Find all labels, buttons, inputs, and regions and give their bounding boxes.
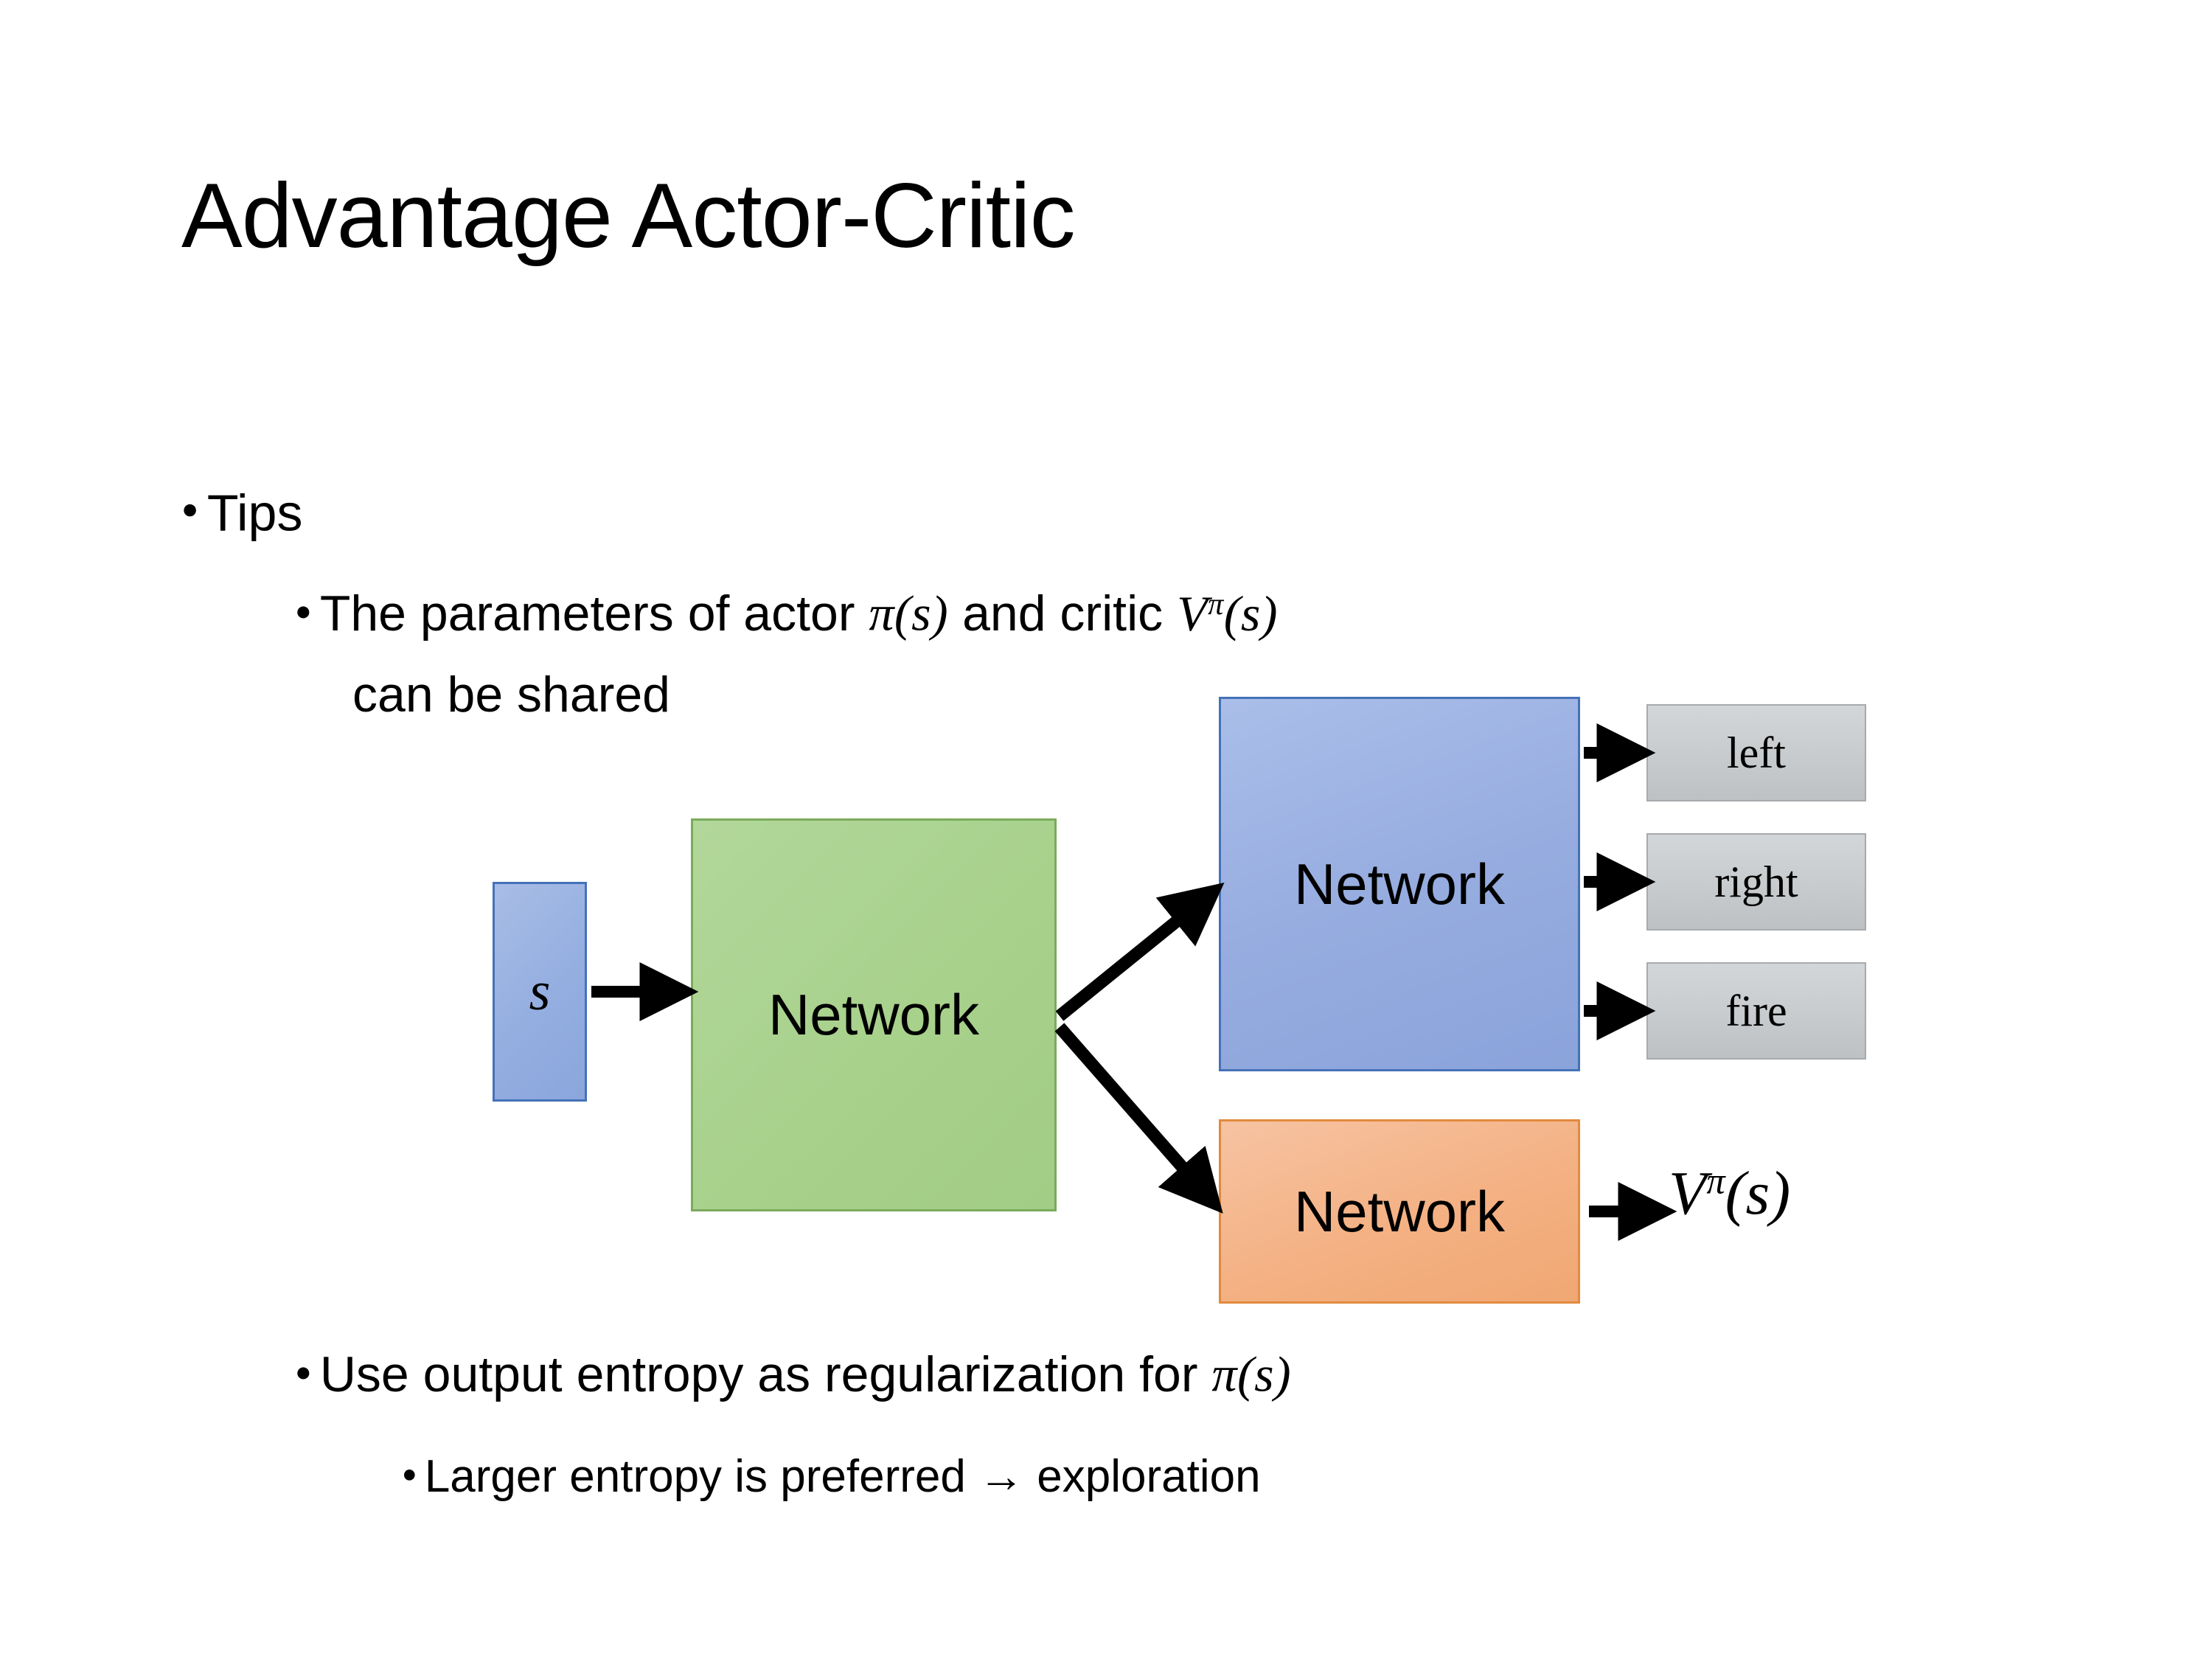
input-state-label: s bbox=[529, 961, 551, 1022]
bullet-shared-params-line2: can be shared bbox=[352, 662, 670, 723]
critic-output-superscript: π bbox=[1706, 1160, 1725, 1202]
arrow-shared-to-critic bbox=[1054, 1023, 1223, 1214]
action-box-left: left bbox=[1646, 704, 1866, 801]
input-state-box: s bbox=[493, 882, 587, 1102]
critic-output-argument: (s) bbox=[1725, 1159, 1791, 1228]
critic-network-label: Network bbox=[1293, 1178, 1506, 1244]
math-critic-base: V bbox=[1177, 585, 1208, 641]
critic-network-box: Network bbox=[1219, 1119, 1580, 1304]
arrow-shared-to-actor bbox=[1055, 883, 1225, 1021]
bullet-tips: ●Tips bbox=[181, 484, 303, 542]
math-entropy-pi-s: π(s) bbox=[1211, 1346, 1292, 1402]
math-critic-v-pi-s: Vπ(s) bbox=[1177, 585, 1278, 641]
action-box-right: right bbox=[1646, 833, 1866, 931]
action-label-fire: fire bbox=[1725, 986, 1787, 1035]
shared-params-prefix: The parameters of actor bbox=[319, 585, 869, 642]
shared-params-middle: and critic bbox=[948, 585, 1178, 642]
actor-network-box: Network bbox=[1219, 697, 1580, 1071]
math-actor-pi-s: π(s) bbox=[869, 585, 949, 641]
actor-network-label: Network bbox=[1293, 851, 1506, 917]
action-label-left: left bbox=[1727, 728, 1786, 777]
shared-network-label: Network bbox=[768, 982, 980, 1047]
critic-output-base: V bbox=[1669, 1159, 1707, 1228]
exploration-label: Larger entropy is preferred → exploratio… bbox=[424, 1451, 1261, 1503]
action-label-right: right bbox=[1714, 857, 1798, 906]
bullet-entropy-regularization: ●Use output entropy as regularization fo… bbox=[295, 1346, 1292, 1403]
page-title: Advantage Actor-Critic bbox=[181, 165, 1076, 267]
bullet-tips-label: Tips bbox=[206, 484, 303, 542]
math-critic-argument: (s) bbox=[1223, 585, 1279, 641]
action-box-fire: fire bbox=[1646, 962, 1866, 1060]
entropy-prefix-label: Use output entropy as regularization for bbox=[319, 1346, 1212, 1403]
shared-network-box: Network bbox=[691, 818, 1057, 1211]
bullet-shared-params-line1: ●The parameters of actor π(s) and critic… bbox=[295, 585, 1279, 642]
bullet-exploration: ●Larger entropy is preferred → explorati… bbox=[402, 1451, 1261, 1503]
math-critic-superscript: π bbox=[1208, 586, 1224, 622]
shared-params-line2-label: can be shared bbox=[352, 667, 670, 723]
critic-output-label: Vπ(s) bbox=[1669, 1158, 1790, 1229]
